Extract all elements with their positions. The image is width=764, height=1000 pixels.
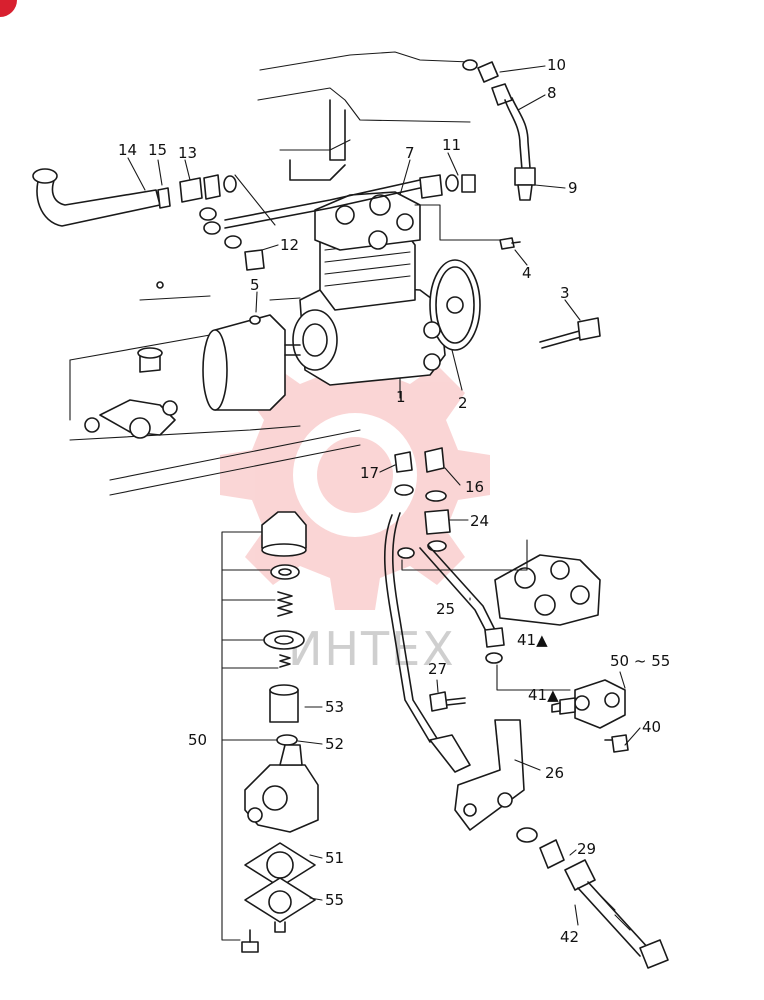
callout-7: 7	[405, 144, 415, 162]
air-compressor	[292, 191, 481, 386]
callout-27: 27	[428, 660, 447, 678]
valve-50-55-right	[551, 679, 629, 753]
callout-1: 1	[396, 388, 406, 406]
callout-13: 13	[178, 144, 197, 162]
pipe-14-assembly	[32, 168, 237, 227]
callout-41b: 41▲	[528, 686, 559, 704]
callout-41a: 41▲	[517, 631, 548, 649]
callout-17: 17	[360, 464, 379, 482]
pipe-8-assembly	[462, 59, 536, 201]
leader-lines	[127, 65, 641, 926]
callout-51: 51	[325, 849, 344, 867]
callout-53: 53	[325, 698, 344, 716]
callout-4: 4	[522, 264, 532, 282]
small-fasteners	[156, 237, 601, 349]
callout-40: 40	[642, 718, 661, 736]
callout-42: 42	[560, 928, 579, 946]
callout-5: 5	[250, 276, 260, 294]
callout-16: 16	[465, 478, 484, 496]
callout-52: 52	[325, 735, 344, 753]
callout-2: 2	[458, 394, 468, 412]
callout-26: 26	[545, 764, 564, 782]
valve-50-exploded	[221, 511, 319, 953]
callout-12: 12	[280, 236, 299, 254]
drive-coupling	[84, 314, 301, 439]
watermark-text: ИНТЕХ	[288, 622, 456, 676]
parts-29-42	[516, 827, 669, 969]
callout-24: 24	[470, 512, 489, 530]
corner-badge	[0, 0, 17, 17]
callout-50-55: 50 ~ 55	[610, 652, 670, 670]
callout-9: 9	[568, 179, 578, 197]
pipe-7	[199, 174, 476, 249]
callout-11: 11	[442, 136, 461, 154]
callout-29: 29	[577, 840, 596, 858]
callout-10: 10	[547, 56, 566, 74]
bolt-27	[429, 691, 466, 712]
callout-14: 14	[118, 141, 137, 159]
callout-3: 3	[560, 284, 570, 302]
callout-15: 15	[148, 141, 167, 159]
callout-25: 25	[436, 600, 455, 618]
engine-block-outline	[69, 51, 471, 496]
callout-8: 8	[547, 84, 557, 102]
pipe-25-assembly	[383, 447, 505, 773]
bracket-26	[454, 719, 525, 831]
governor-valve-25	[494, 554, 601, 626]
callout-50: 50	[188, 731, 207, 749]
callout-labels: 1 2 3 4 5 7 8 9 10 11 12 13 14 15 16 17 …	[118, 56, 670, 946]
callout-55: 55	[325, 891, 344, 909]
